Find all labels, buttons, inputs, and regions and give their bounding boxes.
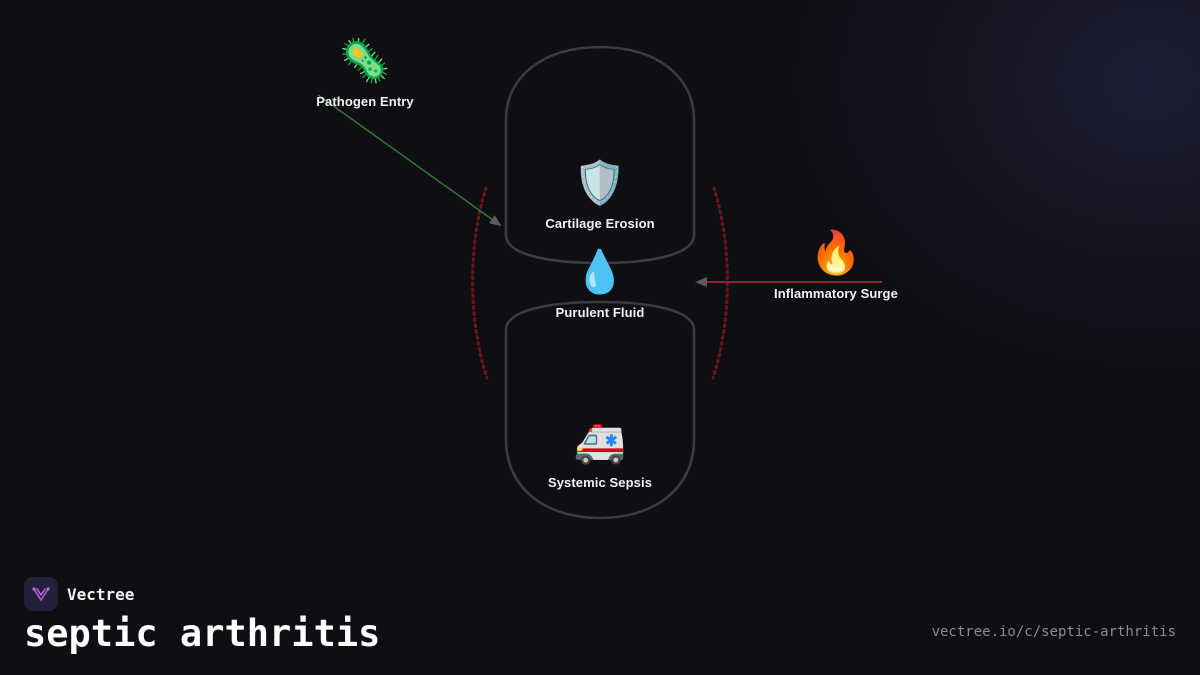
edge-pathogen-to-cartilage bbox=[317, 94, 502, 227]
ambulance-icon: 🚑 bbox=[573, 417, 627, 466]
node-systemic-sepsis: 🚑 Systemic Sepsis bbox=[510, 417, 690, 490]
upper-bone-outline bbox=[504, 45, 696, 265]
node-pathogen-entry: 🦠 Pathogen Entry bbox=[275, 36, 455, 109]
droplet-icon: 💧 bbox=[573, 247, 627, 296]
node-label: Inflammatory Surge bbox=[774, 286, 898, 301]
node-purulent-fluid: 💧 Purulent Fluid bbox=[510, 247, 690, 320]
vectree-logo-icon bbox=[24, 577, 58, 611]
node-label: Pathogen Entry bbox=[316, 94, 414, 109]
joint-capsule-left bbox=[471, 186, 489, 380]
node-label: Purulent Fluid bbox=[555, 305, 645, 320]
microbe-icon: 🦠 bbox=[338, 36, 392, 85]
page-url[interactable]: vectree.io/c/septic-arthritis bbox=[931, 624, 1176, 640]
node-inflammatory-surge: 🔥 Inflammatory Surge bbox=[746, 228, 926, 301]
brand-name: Vectree bbox=[67, 584, 135, 604]
node-label: Cartilage Erosion bbox=[545, 216, 655, 231]
fire-icon: 🔥 bbox=[809, 228, 863, 277]
brand[interactable]: Vectree bbox=[24, 577, 134, 611]
shield-icon: 🛡️ bbox=[573, 158, 627, 207]
page-title: septic arthritis bbox=[24, 612, 381, 655]
lower-bone-outline bbox=[504, 300, 696, 520]
node-cartilage-erosion: 🛡️ Cartilage Erosion bbox=[510, 158, 690, 231]
node-label: Systemic Sepsis bbox=[547, 475, 653, 490]
